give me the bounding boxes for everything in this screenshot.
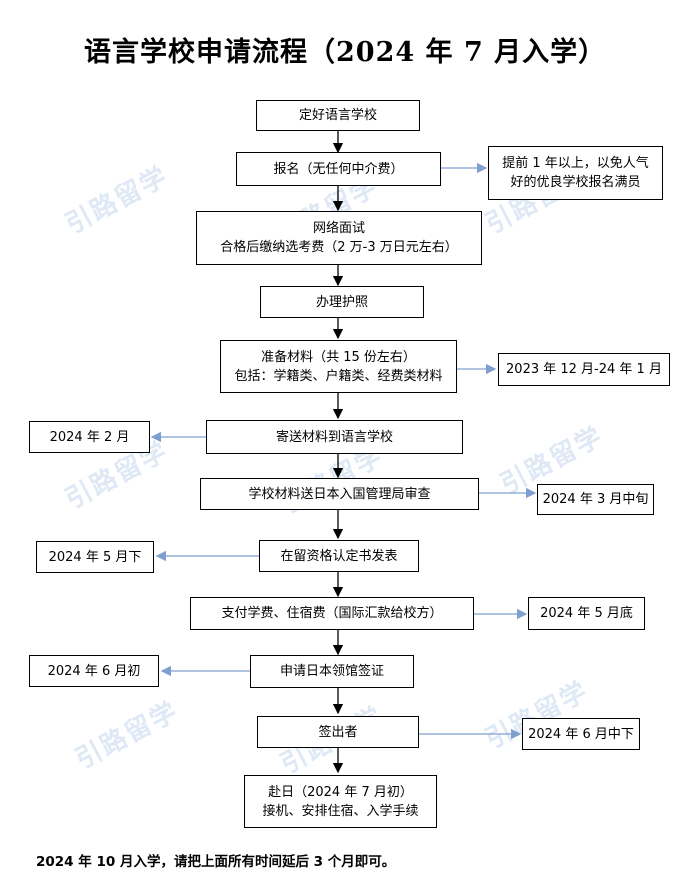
- step-text: 报名（无任何中介费）: [273, 161, 404, 177]
- step-text: 合格后缴纳选考费（2 万-3 万日元左右）: [220, 240, 458, 255]
- step-text: 准备材料（共 15 份左右）: [261, 349, 416, 365]
- step-text: 网络面试: [312, 221, 365, 236]
- step-text: 定好语言学校: [298, 108, 377, 123]
- note-send-timing: 2024 年 2 月: [29, 421, 150, 453]
- note-review-timing: 2024 年 3 月中旬: [537, 484, 654, 515]
- step-text: 寄送材料到语言学校: [275, 429, 393, 445]
- step-text: 在留资格认定书发表: [280, 548, 398, 564]
- step-text: 申请日本领馆签证: [279, 664, 384, 679]
- note-text: 2024 年 2 月: [49, 429, 130, 445]
- step-text: 办理护照: [315, 294, 368, 310]
- step-visa-application: 申请日本领馆签证: [250, 655, 414, 688]
- note-text: 2024 年 6 月初: [47, 663, 141, 679]
- page-title: 语言学校申请流程（2024 年 7 月入学）: [84, 37, 607, 68]
- note-text: 2023 年 12 月-24 年 1 月: [506, 362, 662, 377]
- note-text: 2024 年 6 月中下: [528, 726, 634, 742]
- step-text: 签出者: [318, 724, 358, 740]
- step-text: 赴日（2024 年 7 月初）: [268, 784, 413, 800]
- note-materials-timing: 2023 年 12 月-24 年 1 月: [498, 353, 670, 386]
- note-text: 提前 1 年以上，以免人气: [502, 156, 649, 171]
- step-coe-issued: 在留资格认定书发表: [259, 540, 419, 572]
- step-passport: 办理护照: [260, 286, 424, 318]
- step-pay-fees: 支付学费、住宿费（国际汇款给校方）: [190, 597, 474, 630]
- note-visa-timing: 2024 年 6 月初: [29, 655, 159, 687]
- step-immigration-review: 学校材料送日本入国管理局审查: [200, 478, 479, 510]
- step-depart-japan: 赴日（2024 年 7 月初） 接机、安排住宿、入学手续: [244, 775, 437, 828]
- step-register: 报名（无任何中介费）: [236, 152, 441, 186]
- step-text: 接机、安排住宿、入学手续: [262, 803, 419, 819]
- step-online-interview: 网络面试 合格后缴纳选考费（2 万-3 万日元左右）: [196, 211, 482, 265]
- note-text: 2024 年 3 月中旬: [542, 492, 649, 507]
- note-register-timing: 提前 1 年以上，以免人气 好的优良学校报名满员: [488, 146, 663, 200]
- note-visa-issued-timing: 2024 年 6 月中下: [522, 718, 640, 750]
- footer-note: 2024 年 10 月入学，请把上面所有时间延后 3 个月即可。: [36, 854, 396, 870]
- note-coe-timing: 2024 年 5 月下: [36, 541, 154, 573]
- step-text: 支付学费、住宿费（国际汇款给校方）: [221, 606, 443, 621]
- step-text: 学校材料送日本入国管理局审查: [248, 486, 431, 502]
- note-text: 好的优良学校报名满员: [510, 175, 641, 190]
- step-visa-issued: 签出者: [257, 716, 419, 748]
- note-fees-timing: 2024 年 5 月底: [528, 597, 645, 630]
- step-prepare-materials: 准备材料（共 15 份左右） 包括：学籍类、户籍类、经费类材料: [220, 340, 457, 393]
- note-text: 2024 年 5 月下: [48, 549, 142, 565]
- note-text: 2024 年 5 月底: [540, 606, 633, 621]
- step-text: 包括：学籍类、户籍类、经费类材料: [234, 368, 443, 384]
- step-send-materials: 寄送材料到语言学校: [206, 420, 463, 454]
- step-choose-school: 定好语言学校: [256, 100, 420, 131]
